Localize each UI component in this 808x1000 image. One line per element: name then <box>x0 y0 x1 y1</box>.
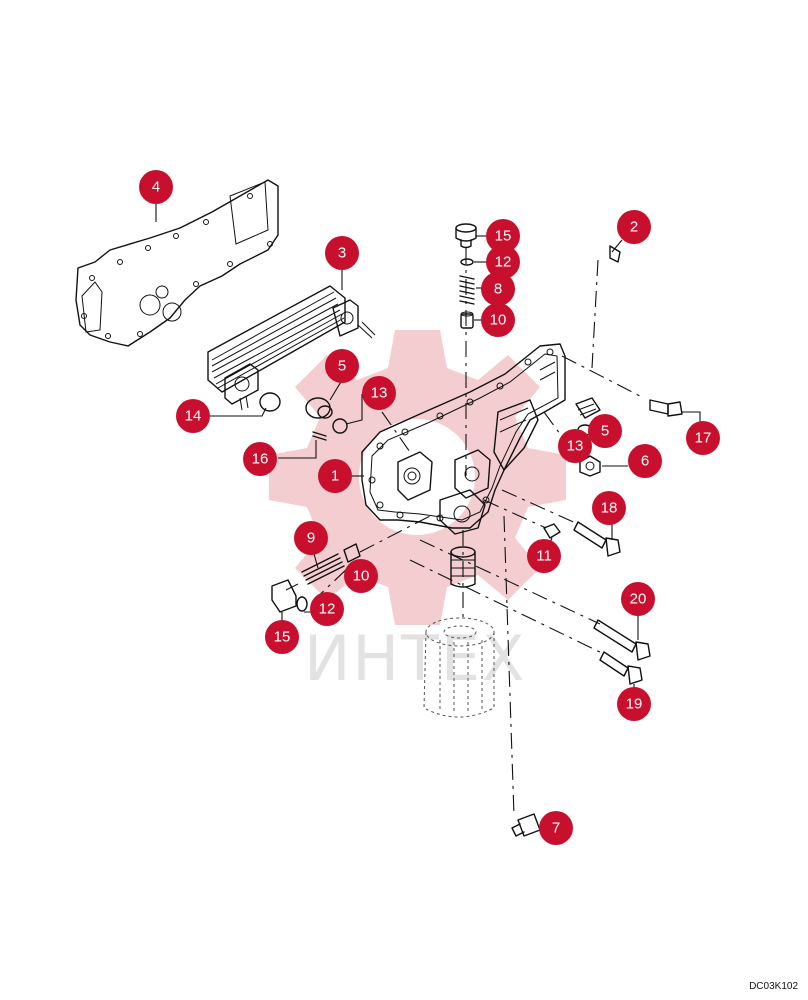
part-o-ring-12-left <box>296 596 308 612</box>
callout-18: 18 <box>592 491 626 525</box>
drawing-code: DC03K102 <box>749 981 798 992</box>
svg-text:9: 9 <box>307 530 315 547</box>
part-oil-filter <box>423 617 495 718</box>
svg-text:15: 15 <box>274 629 291 646</box>
callout-16: 16 <box>243 442 277 476</box>
watermark: ИНТЕХ <box>269 330 566 695</box>
part-plug-5-right <box>575 397 601 419</box>
part-nut-6 <box>579 455 601 477</box>
callout-4: 4 <box>139 170 173 204</box>
part-plug-15-left <box>271 579 299 613</box>
svg-text:16: 16 <box>252 451 269 468</box>
callout-11: 11 <box>527 539 561 573</box>
svg-text:5: 5 <box>601 423 609 440</box>
svg-text:1: 1 <box>331 468 339 485</box>
part-washer-13-left <box>332 418 348 434</box>
callout-7: 7 <box>539 811 573 845</box>
callout-5-right: 5 <box>588 414 622 448</box>
part-nut-11 <box>543 523 561 539</box>
watermark-gear-icon <box>269 330 566 625</box>
watermark-text: ИНТЕХ <box>304 622 527 695</box>
svg-text:3: 3 <box>338 245 346 262</box>
callout-17: 17 <box>686 421 720 455</box>
svg-text:10: 10 <box>490 312 507 329</box>
part-bolt-20 <box>593 619 651 661</box>
part-gasket <box>75 179 279 347</box>
part-bolt-17 <box>649 399 683 417</box>
part-bolt-18 <box>573 521 621 557</box>
part-valve-10-left <box>343 543 361 563</box>
svg-text:5: 5 <box>338 358 346 375</box>
svg-text:13: 13 <box>567 438 584 455</box>
part-oil-cooler <box>207 285 376 411</box>
svg-text:13: 13 <box>371 385 388 402</box>
callout-14: 14 <box>176 399 210 433</box>
part-pin-16 <box>312 431 327 441</box>
svg-text:11: 11 <box>536 548 552 565</box>
part-drain-plug-7 <box>511 813 541 837</box>
callout-10-top: 10 <box>481 303 515 337</box>
callout-2: 2 <box>617 210 651 244</box>
callout-8: 8 <box>481 272 515 306</box>
svg-text:12: 12 <box>495 254 512 271</box>
callout-13-left: 13 <box>362 376 396 410</box>
svg-text:20: 20 <box>630 591 647 608</box>
part-clip-2 <box>609 245 621 263</box>
svg-text:19: 19 <box>626 696 643 713</box>
svg-text:17: 17 <box>695 430 712 447</box>
part-bolt-19 <box>599 651 643 685</box>
callout-15-left: 15 <box>265 620 299 654</box>
part-spring-9 <box>301 553 345 585</box>
callout-6: 6 <box>628 444 662 478</box>
svg-text:4: 4 <box>152 179 160 196</box>
callout-12-left: 12 <box>310 592 344 626</box>
part-housing <box>361 343 566 535</box>
part-plug-15-top <box>455 223 477 249</box>
callout-3: 3 <box>325 236 359 270</box>
callout-20: 20 <box>621 582 655 616</box>
callout-10-left: 10 <box>344 559 378 593</box>
assembly-center-lines <box>311 248 641 817</box>
svg-text:15: 15 <box>495 228 512 245</box>
svg-text:10: 10 <box>353 568 370 585</box>
callout-13-right: 13 <box>558 429 592 463</box>
callout-19: 19 <box>617 687 651 721</box>
part-o-ring-14 <box>259 392 281 412</box>
part-valve-10-top <box>460 311 474 329</box>
svg-text:12: 12 <box>319 601 336 618</box>
callout-5-left: 5 <box>325 349 359 383</box>
svg-text:8: 8 <box>494 281 502 298</box>
callout-15-top: 15 <box>486 219 520 253</box>
part-filter-adapter <box>450 546 476 588</box>
part-plug-5-left <box>305 397 333 419</box>
svg-text:14: 14 <box>185 408 202 425</box>
svg-text:7: 7 <box>552 820 560 837</box>
svg-text:18: 18 <box>601 500 618 517</box>
callout-1: 1 <box>318 459 352 493</box>
part-o-ring-12-top <box>460 258 474 266</box>
svg-text:6: 6 <box>641 453 649 470</box>
part-spring-8 <box>459 275 475 305</box>
callout-12-top: 12 <box>486 245 520 279</box>
callout-9: 9 <box>294 521 328 555</box>
svg-text:2: 2 <box>630 219 638 236</box>
